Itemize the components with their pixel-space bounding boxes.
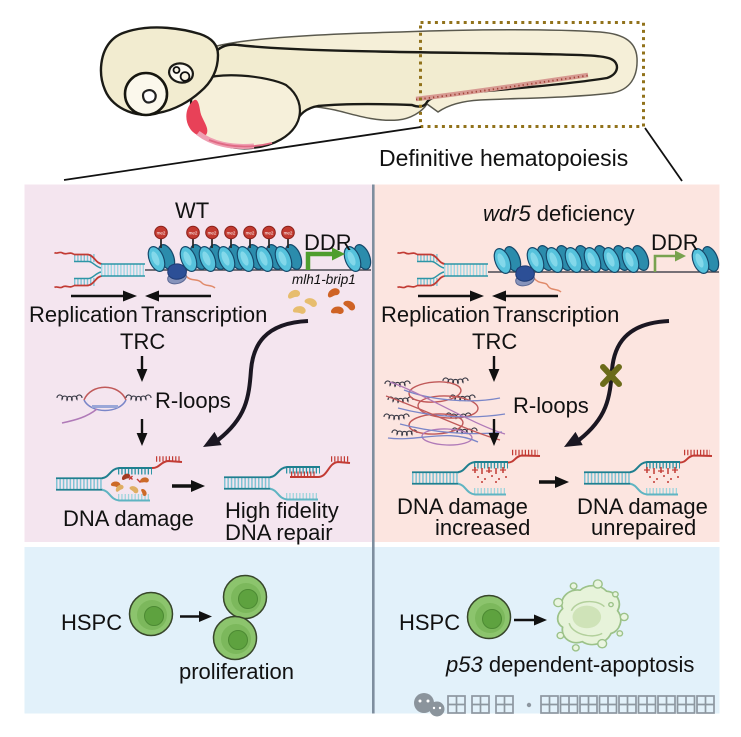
- svg-text:TRC: TRC: [120, 329, 165, 354]
- svg-text:wdr5 deficiency: wdr5 deficiency: [483, 201, 635, 226]
- svg-text:unrepaired: unrepaired: [591, 515, 696, 540]
- svg-text:Definitive hematopoiesis: Definitive hematopoiesis: [379, 145, 628, 171]
- svg-text:Transcription: Transcription: [493, 302, 619, 327]
- svg-text:DNA damage: DNA damage: [397, 494, 528, 519]
- svg-text:TRC: TRC: [472, 329, 517, 354]
- svg-text:WT: WT: [175, 198, 209, 223]
- svg-text:R-loops: R-loops: [155, 388, 231, 413]
- svg-text:p53 dependent-apoptosis: p53 dependent-apoptosis: [445, 652, 694, 677]
- svg-text:increased: increased: [435, 515, 530, 540]
- svg-text:HSPC: HSPC: [399, 610, 460, 635]
- svg-text:DNA repair: DNA repair: [225, 520, 333, 545]
- svg-text:Replication: Replication: [29, 302, 138, 327]
- svg-text:mlh1-brip1: mlh1-brip1: [292, 272, 356, 287]
- svg-text:Replication: Replication: [381, 302, 490, 327]
- svg-text:DDR: DDR: [651, 230, 699, 255]
- svg-text:DDR: DDR: [304, 230, 352, 255]
- svg-text:DNA damage: DNA damage: [577, 494, 708, 519]
- svg-text:R-loops: R-loops: [513, 393, 589, 418]
- svg-text:High fidelity: High fidelity: [225, 498, 339, 523]
- svg-text:HSPC: HSPC: [61, 610, 122, 635]
- svg-text:proliferation: proliferation: [179, 659, 294, 684]
- svg-text:Transcription: Transcription: [141, 302, 267, 327]
- svg-text:DNA damage: DNA damage: [63, 506, 194, 531]
